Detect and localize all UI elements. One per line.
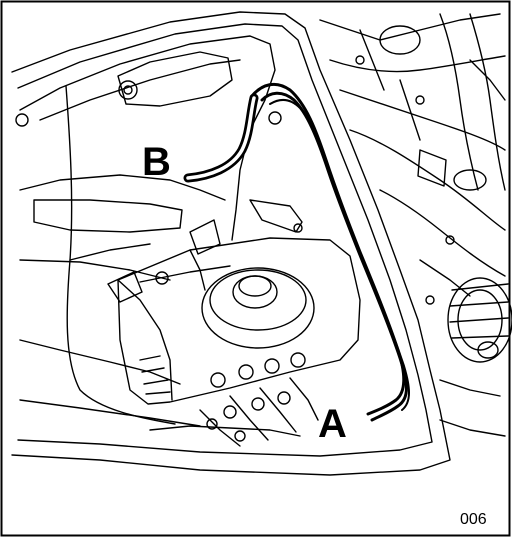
abs-unit-body xyxy=(117,237,361,405)
reservoir-cap xyxy=(232,275,278,309)
inner-wing-panel xyxy=(19,35,276,241)
brake-pipe-b-outline xyxy=(183,93,259,183)
pipe-bundle-bottom xyxy=(149,425,301,437)
hydraulic-pipe-3 xyxy=(259,387,297,433)
engine-bolt-4 xyxy=(425,295,435,305)
pipe-union-1 xyxy=(210,372,226,388)
strut-bracket-bolt xyxy=(293,223,303,233)
reservoir-rim xyxy=(209,269,307,331)
bracket-hole-3 xyxy=(268,111,282,125)
front-slam-panel xyxy=(19,339,181,385)
right-bracket xyxy=(417,149,447,187)
callout-b: B xyxy=(142,140,171,184)
unit-mounting-bracket xyxy=(189,219,221,255)
bonnet-opening-inner-edge xyxy=(17,23,433,457)
reservoir-body xyxy=(201,267,315,349)
left-wiring-branch xyxy=(69,243,151,261)
engine-hose-right-4 xyxy=(379,189,506,277)
engine-hose-right-2 xyxy=(339,89,506,151)
wing-pocket xyxy=(33,199,183,233)
bracket-hole-1-inner xyxy=(123,85,133,95)
pipe-union-6 xyxy=(251,397,265,411)
suspension-link xyxy=(439,379,501,397)
intake-pipe xyxy=(439,13,479,191)
pipe-union-9 xyxy=(206,418,218,430)
strut-bracket xyxy=(249,199,303,233)
pipe-union-2 xyxy=(238,364,254,380)
abs-unit-ribs xyxy=(139,355,171,395)
abs-unit-top-face xyxy=(117,279,173,401)
pipe-union-3 xyxy=(264,358,280,374)
bonnet-opening-edge xyxy=(11,11,451,476)
engine-hose-right-1 xyxy=(329,55,506,73)
pipe-union-5 xyxy=(223,405,237,419)
hydraulic-pipe-4 xyxy=(289,377,319,421)
bracket-hole-2 xyxy=(15,113,29,127)
right-fitting-1 xyxy=(453,169,487,191)
brake-pipe-a-outer xyxy=(250,82,406,416)
right-canister xyxy=(379,25,421,55)
strut-top-outer xyxy=(447,277,512,363)
hydraulic-pipe-1 xyxy=(199,409,241,447)
hydraulic-pipe-2 xyxy=(229,395,269,441)
upper-bracket xyxy=(117,51,233,107)
pipe-union-8 xyxy=(234,430,246,442)
strut-coil-1 xyxy=(449,283,509,339)
reservoir-cap-top xyxy=(238,275,272,297)
bracket-hole-1 xyxy=(118,80,138,100)
engine-detail-2 xyxy=(399,79,421,141)
engine-bolt-2 xyxy=(415,95,425,105)
pipe-union-4 xyxy=(290,352,306,368)
pipe-union-7 xyxy=(277,391,291,405)
engine-detail-3 xyxy=(469,59,506,101)
strut-top-inner xyxy=(457,289,503,351)
connector-plug xyxy=(155,271,169,285)
engine-bolt-3 xyxy=(445,235,455,245)
brake-pipe-a-third xyxy=(269,98,410,411)
connector-lead xyxy=(139,265,231,283)
wing-ridge xyxy=(19,259,171,281)
intake-pipe-edge xyxy=(469,13,506,191)
figure-number: 006 xyxy=(460,511,487,528)
engine-bolt-1 xyxy=(355,55,365,65)
engine-top-right xyxy=(319,13,501,41)
suspension-arm xyxy=(419,259,471,297)
lower-panel xyxy=(19,399,201,427)
brake-pipe-a-inner xyxy=(260,91,408,422)
engine-detail-1 xyxy=(359,29,385,91)
engine-hose-right-3 xyxy=(349,129,506,231)
callout-a: A xyxy=(318,402,347,446)
strut-top-nut xyxy=(477,341,499,359)
inner-wing-contour xyxy=(39,59,241,121)
wing-lower-contour xyxy=(19,174,226,201)
left-wiring-loom xyxy=(65,85,176,425)
brake-pipe-b-core xyxy=(186,96,256,180)
electrical-connector xyxy=(107,271,143,303)
lower-right-panel xyxy=(439,419,506,437)
